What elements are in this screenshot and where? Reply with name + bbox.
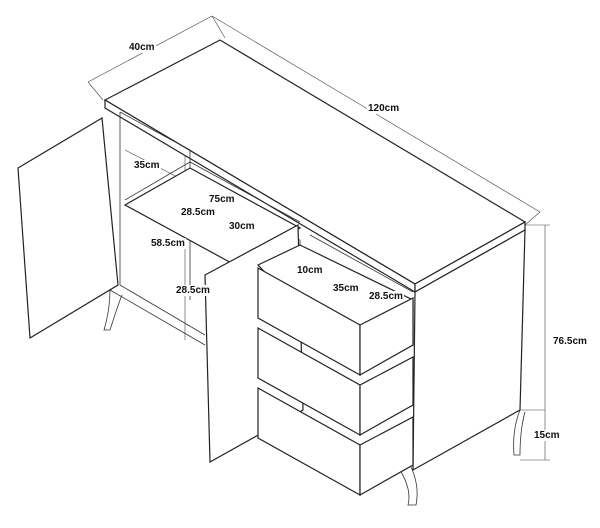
dim-inner-width: 75cm — [208, 194, 236, 205]
drawers — [256, 244, 414, 497]
legs — [103, 289, 526, 506]
dim-leg-height: 15cm — [533, 430, 561, 441]
dim-total-height: 76.5cm — [552, 336, 588, 347]
dim-width: 120cm — [367, 103, 401, 114]
dim-shelf-depth: 35cm — [133, 160, 161, 171]
left-door — [17, 117, 119, 340]
dim-shelf-gap-lower: 28.5cm — [175, 285, 211, 296]
dim-shelf-depth-30: 30cm — [228, 221, 256, 232]
dim-inner-height: 58.5cm — [150, 238, 186, 249]
dim-depth: 40cm — [128, 42, 156, 53]
dim-shelf-gap-upper: 28.5cm — [180, 207, 216, 218]
dim-drawer-depth: 35cm — [332, 283, 360, 294]
dim-drawer-width: 28.5cm — [368, 291, 404, 302]
dim-drawer-height: 10cm — [296, 265, 324, 276]
